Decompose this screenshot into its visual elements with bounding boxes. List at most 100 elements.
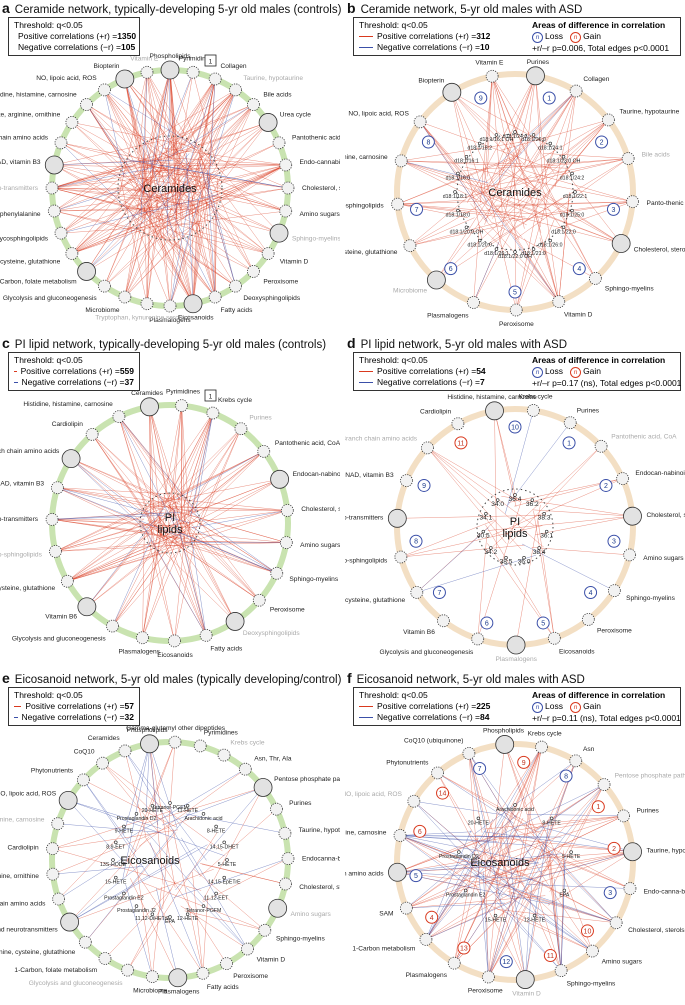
loss-badge xyxy=(607,534,621,548)
gain-badge xyxy=(425,910,439,924)
metabolite-label: 36:2 xyxy=(526,501,539,508)
negative-edge xyxy=(156,888,179,978)
badge-number: 3 xyxy=(608,890,612,897)
positive-edge xyxy=(86,104,155,212)
positive-edge xyxy=(501,496,633,517)
positive-edge xyxy=(166,89,236,159)
metabolite-label: 34:2 xyxy=(484,549,497,556)
positive-edge xyxy=(539,901,562,971)
threshold-text: Threshold: q<0.05 xyxy=(359,690,428,700)
negative-edge xyxy=(425,901,512,940)
positive-edge xyxy=(467,119,609,201)
metabolite-node xyxy=(214,891,218,896)
pathway-label: Branch chain amino acids xyxy=(0,134,49,141)
pathway-node xyxy=(602,113,615,127)
metabolite-label: 38:3 xyxy=(538,515,551,522)
positive-edge xyxy=(491,76,525,229)
badge-number: 7 xyxy=(415,207,419,214)
positive-edge xyxy=(496,165,622,244)
negative-edge xyxy=(425,810,509,940)
negative-edge xyxy=(169,186,192,307)
callout-number: 1 xyxy=(209,59,213,66)
positive-edge xyxy=(409,224,505,246)
metabolite-label: 36:4 xyxy=(509,496,522,503)
positive-edge xyxy=(451,92,549,204)
metabolite-label: 15-HETE xyxy=(485,918,507,924)
positive-edge xyxy=(531,547,630,556)
pathway-label: CoQ10 (ubiquinone) xyxy=(404,737,463,744)
metabolite-label: 8-HETE xyxy=(207,828,226,834)
metabolite-label: Arachidonic acid xyxy=(496,807,534,813)
pathway-label: GABA, glutamate, arginine, ornithine xyxy=(0,112,61,119)
pathway-node xyxy=(526,66,545,86)
legend-box: Threshold: q<0.05 Positive correlations … xyxy=(353,687,681,726)
metabolite-node xyxy=(484,512,488,516)
negative-edge xyxy=(162,787,264,826)
negative-edge xyxy=(521,543,615,591)
positive-edge xyxy=(200,157,254,272)
positive-edge xyxy=(54,164,195,187)
metabolite-label: 11-HETE xyxy=(177,808,198,814)
pathway-label: Bioamines and neuro-transmitters xyxy=(0,516,39,523)
pathway-node xyxy=(136,631,149,645)
negative-edge xyxy=(478,784,605,847)
callout-number: 1 xyxy=(209,394,213,401)
pathway-label: NO, lipoic acid, ROS xyxy=(345,791,402,798)
positive-edge xyxy=(180,122,269,152)
negative-edge xyxy=(507,422,571,506)
negative-edge xyxy=(83,779,137,853)
pathway-label: Cardiolipin xyxy=(7,844,38,851)
metabolite-label: d18:1/26:0 xyxy=(521,137,546,143)
metabolite-label: 5-HETE xyxy=(218,862,237,868)
negative-edge xyxy=(488,842,544,978)
pathway-label: Plasmalogens xyxy=(406,972,448,979)
positive-edge xyxy=(153,451,264,527)
metabolite-label: d18:1/24:2 xyxy=(560,175,585,181)
positive-edge xyxy=(57,487,179,546)
positive-edge xyxy=(51,187,153,213)
badge-number: 13 xyxy=(460,945,468,952)
positive-edge xyxy=(67,528,191,582)
loss-badge-icon: n xyxy=(532,32,543,43)
positive-edge xyxy=(501,139,596,279)
positive-edge xyxy=(515,219,555,311)
positive-edge xyxy=(135,211,269,254)
positive-edge xyxy=(180,905,248,950)
negative-edge xyxy=(397,862,540,873)
positive-edge xyxy=(148,78,216,200)
pathway-node xyxy=(621,152,635,165)
negative-edge xyxy=(492,90,577,187)
positive-edge xyxy=(144,835,227,964)
negative-edge xyxy=(124,750,201,876)
positive-edge xyxy=(54,198,134,212)
pathway-node xyxy=(616,472,630,486)
pathway-label: Sphingo-myelins xyxy=(289,576,338,583)
pathway-label: Cholesterol, sterols xyxy=(302,185,340,192)
pathway-node xyxy=(268,898,288,918)
pathway-node xyxy=(112,410,126,424)
pathway-label: SAM xyxy=(379,911,393,918)
positive-edge xyxy=(51,187,142,190)
positive-edge xyxy=(126,857,204,974)
legend-box: Threshold: q<0.05 Positive correlations … xyxy=(8,17,140,56)
negative-edge xyxy=(174,78,216,214)
negative-edge xyxy=(488,888,515,978)
positive-edge xyxy=(191,534,260,601)
positive-edge xyxy=(149,406,167,495)
legend-negative: Negative correlations (−r) = 10 xyxy=(359,42,675,53)
positive-edge xyxy=(121,182,216,298)
negative-edge xyxy=(454,825,545,964)
positive-edge xyxy=(537,520,555,639)
positive-edge xyxy=(489,815,624,860)
pathway-label: Krebs cycle xyxy=(218,397,252,404)
positive-edge xyxy=(204,187,286,212)
positive-edge xyxy=(91,434,188,527)
pathway-label: Microbiome xyxy=(85,307,119,314)
pathway-node xyxy=(51,817,65,831)
pathway-label: Krebs cycle xyxy=(518,394,552,401)
pathway-node xyxy=(485,69,499,83)
pathway-label: Deoxysphingolipids xyxy=(243,295,301,302)
metabolite-node xyxy=(168,915,172,919)
